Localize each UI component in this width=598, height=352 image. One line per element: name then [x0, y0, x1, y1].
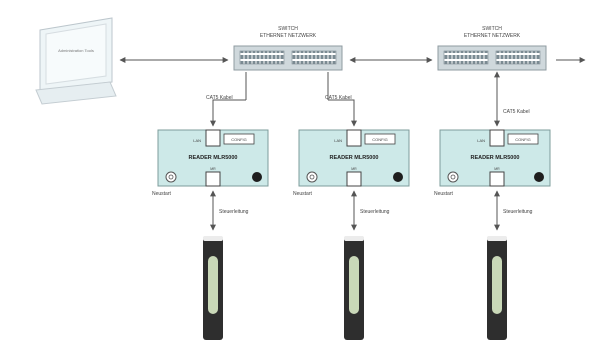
reader-2-port-label: MR	[351, 167, 357, 171]
cable-label-1: CAT5 Kabel	[206, 95, 233, 101]
reader-3-lan-port	[489, 129, 505, 147]
reader-3-device-cap	[487, 236, 507, 241]
reader-2-lan-label: LAN	[334, 138, 342, 143]
reader-1-port-label: MR	[210, 167, 216, 171]
reader-unit-1: CAT5 Kabel LAN CONFIG READER MLR5000 MR …	[152, 72, 269, 340]
reader-2-mr-port	[346, 171, 362, 187]
cat5-cable-2	[328, 99, 357, 127]
reader-3-mr-port	[489, 171, 505, 187]
reader-1-lan-label: LAN	[193, 138, 201, 143]
reader-3-status-led	[534, 172, 544, 182]
switch-1-title-line1: SWITCH	[278, 26, 298, 32]
switch-1-ports-left	[239, 50, 285, 65]
reader-2-name: READER MLR5000	[330, 155, 379, 161]
switch-2-title-line1: SWITCH	[482, 26, 502, 32]
cable-label-2: CAT5 Kabel	[325, 95, 352, 101]
reader-1-device-cap	[203, 236, 223, 241]
reader-3-lan-label: LAN	[477, 138, 485, 143]
keyboard	[35, 81, 117, 105]
cable-label-3: CAT5 Kabel	[503, 109, 530, 115]
switch-1: SWITCH ETHERNET NETZWERK	[233, 26, 343, 71]
reader-2-device-window	[349, 256, 359, 314]
reader-1-reset-label: Neustart	[152, 191, 172, 197]
switch-1-title-line2: ETHERNET NETZWERK	[260, 33, 317, 39]
reader-3-reset-button	[447, 171, 459, 183]
switch-2-title-line2: ETHERNET NETZWERK	[464, 33, 521, 39]
reader-1-reset-button	[165, 171, 177, 183]
reader-3-reset-button-inner	[450, 174, 456, 180]
reader-1-status-led	[252, 172, 262, 182]
reader-2-config-label: CONFIG	[372, 137, 388, 142]
screen-text: Administration Tools	[58, 48, 94, 53]
reader-1-config-box	[223, 133, 255, 145]
reader-1-mr-port	[205, 171, 221, 187]
switch-2: SWITCH ETHERNET NETZWERK	[437, 26, 547, 71]
control-label-2: Steuerleitung	[360, 209, 390, 215]
monitor-screen	[45, 23, 107, 85]
switch-2-ports-right	[495, 50, 541, 65]
reader-3-config-box	[507, 133, 539, 145]
reader-2-config-box	[364, 133, 396, 145]
reader-2-reset-button	[306, 171, 318, 183]
reader-1-lan-port	[205, 129, 221, 147]
reader-1-device-window	[208, 256, 218, 314]
reader-3-config-label: CONFIG	[515, 137, 531, 142]
cat5-cable-1	[210, 99, 246, 127]
reader-2-device-cap	[344, 236, 364, 241]
reader-1-config-label: CONFIG	[231, 137, 247, 142]
workstation: Administration Tools	[35, 17, 117, 105]
reader-unit-3: CAT5 Kabel LAN CONFIG READER MLR5000 MR …	[434, 71, 551, 340]
switch-1-ports-right	[291, 50, 337, 65]
reader-3-port-label: MR	[494, 167, 500, 171]
reader-2-lan-port	[346, 129, 362, 147]
reader-unit-2: CAT5 Kabel LAN CONFIG READER MLR5000 MR …	[293, 72, 410, 340]
reader-3-reset-label: Neustart	[434, 191, 454, 197]
control-label-3: Steuerleitung	[503, 209, 533, 215]
switch-2-ports-left	[443, 50, 489, 65]
reader-2-status-led	[393, 172, 403, 182]
reader-2-reset-label: Neustart	[293, 191, 313, 197]
control-label-1: Steuerleitung	[219, 209, 249, 215]
reader-3-device-window	[492, 256, 502, 314]
reader-1-reset-button-inner	[168, 174, 174, 180]
reader-2-reset-button-inner	[309, 174, 315, 180]
reader-3-name: READER MLR5000	[471, 155, 520, 161]
reader-1-name: READER MLR5000	[189, 155, 238, 161]
